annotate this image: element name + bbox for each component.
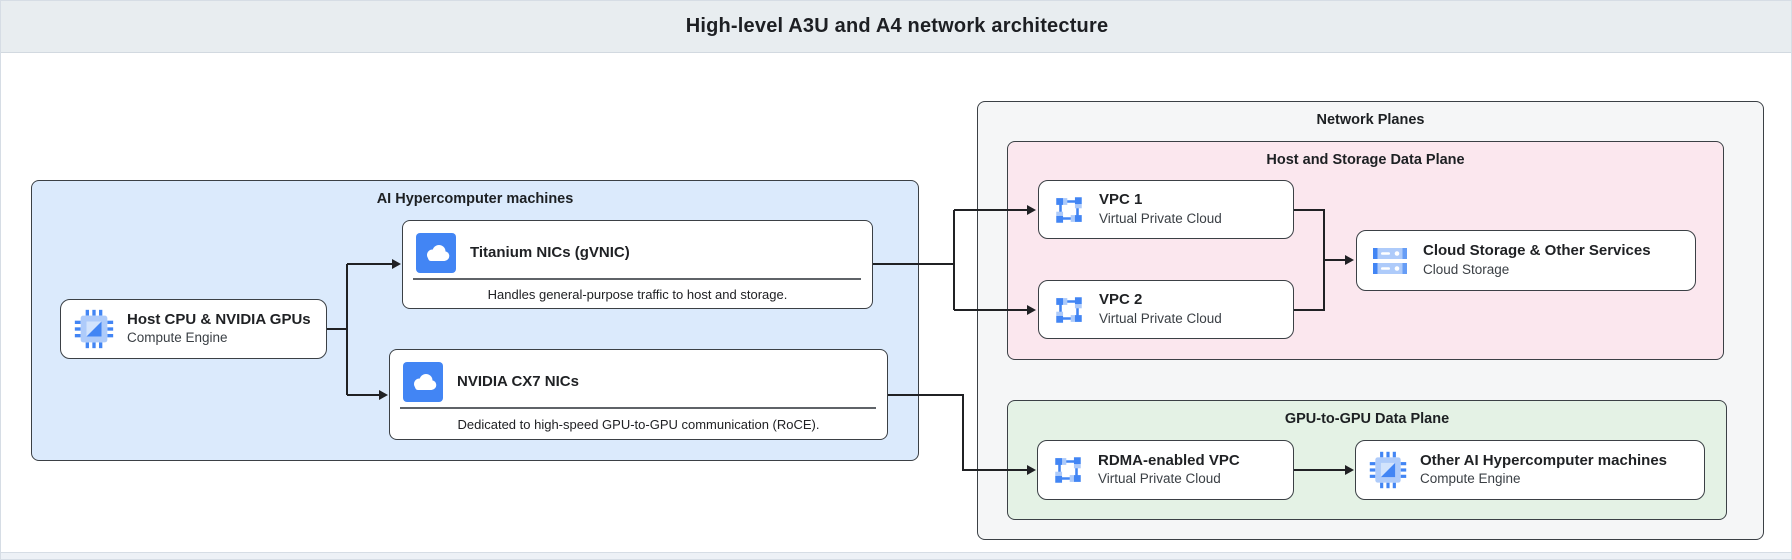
node-title: Host CPU & NVIDIA GPUs xyxy=(127,310,311,328)
vpc-icon xyxy=(1051,453,1085,487)
node-subtitle: Virtual Private Cloud xyxy=(1098,471,1221,487)
group-label: AI Hypercomputer machines xyxy=(376,191,574,207)
vpc-icon xyxy=(1052,193,1086,227)
divider xyxy=(400,407,876,409)
node-titanium-nics: Titanium NICs (gVNIC) Handles general-pu… xyxy=(402,220,873,309)
node-description: Dedicated to high-speed GPU-to-GPU commu… xyxy=(457,416,820,432)
compute-engine-icon xyxy=(74,309,114,349)
node-rdma-enabled-vpc: RDMA-enabled VPC Virtual Private Cloud xyxy=(1037,440,1294,500)
node-title: Other AI Hypercomputer machines xyxy=(1420,451,1668,469)
compute-engine-icon xyxy=(1369,451,1407,489)
page-title: High-level A3U and A4 network architectu… xyxy=(685,15,1109,37)
node-title: VPC 1 xyxy=(1099,191,1143,209)
node-subtitle: Virtual Private Cloud xyxy=(1099,210,1222,226)
vpc-icon xyxy=(1052,293,1086,327)
node-title: RDMA-enabled VPC xyxy=(1098,451,1240,469)
group-label: GPU-to-GPU Data Plane xyxy=(1284,411,1450,427)
node-cloud-storage: Cloud Storage & Other Services Cloud Sto… xyxy=(1356,230,1696,291)
node-title: Cloud Storage & Other Services xyxy=(1423,242,1651,260)
group-label: Network Planes xyxy=(1316,112,1425,128)
node-host-cpu: Host CPU & NVIDIA GPUs Compute Engine xyxy=(60,299,327,359)
node-vpc-1: VPC 1 Virtual Private Cloud xyxy=(1038,180,1294,239)
node-subtitle: Compute Engine xyxy=(1420,471,1521,487)
cloud-icon xyxy=(403,362,443,402)
node-title: VPC 2 xyxy=(1099,291,1143,309)
divider xyxy=(413,278,861,280)
node-title: NVIDIA CX7 NICs xyxy=(457,372,579,390)
node-subtitle: Cloud Storage xyxy=(1423,261,1510,277)
node-vpc-2: VPC 2 Virtual Private Cloud xyxy=(1038,280,1294,339)
cloud-icon xyxy=(416,233,456,273)
node-subtitle: Virtual Private Cloud xyxy=(1099,310,1222,326)
cloud-storage-icon xyxy=(1370,243,1410,279)
node-description: Handles general-purpose traffic to host … xyxy=(487,286,788,302)
node-nvidia-cx7-nics: NVIDIA CX7 NICs Dedicated to high-speed … xyxy=(389,349,888,440)
group-label: Host and Storage Data Plane xyxy=(1266,152,1465,168)
node-other-ai-hypercomputer-machines: Other AI Hypercomputer machines Compute … xyxy=(1355,440,1705,500)
node-subtitle: Compute Engine xyxy=(127,330,228,346)
diagram-header: High-level A3U and A4 network architectu… xyxy=(1,1,1791,53)
node-title: Titanium NICs (gVNIC) xyxy=(470,243,630,261)
